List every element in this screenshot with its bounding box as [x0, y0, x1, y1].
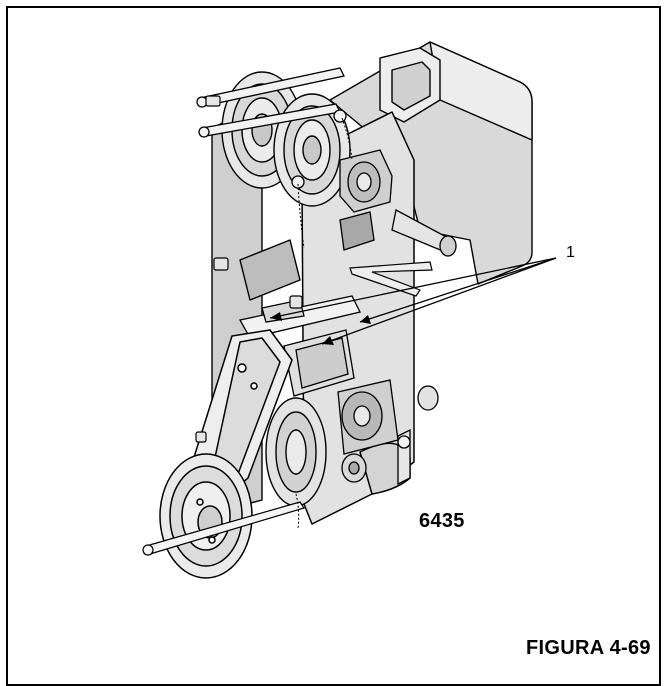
figure-caption: FIGURA 4-69	[526, 637, 651, 659]
callout-arrowheads	[270, 312, 371, 345]
callout-label-1: 1	[566, 244, 575, 261]
retaining-chains	[295, 117, 353, 529]
bottom-pin	[142, 501, 305, 556]
lower-center-sheave	[265, 397, 327, 507]
lower-front-sheave	[159, 453, 253, 579]
rear-housing	[329, 41, 533, 285]
upper-pins	[196, 67, 347, 189]
part-number-label: 6435	[419, 510, 465, 532]
hydraulic-fittings	[195, 95, 303, 443]
side-bosses	[339, 149, 457, 257]
lower-mechanism	[337, 379, 439, 486]
support-bracket	[349, 261, 433, 297]
callout-leader-lines	[269, 257, 557, 345]
